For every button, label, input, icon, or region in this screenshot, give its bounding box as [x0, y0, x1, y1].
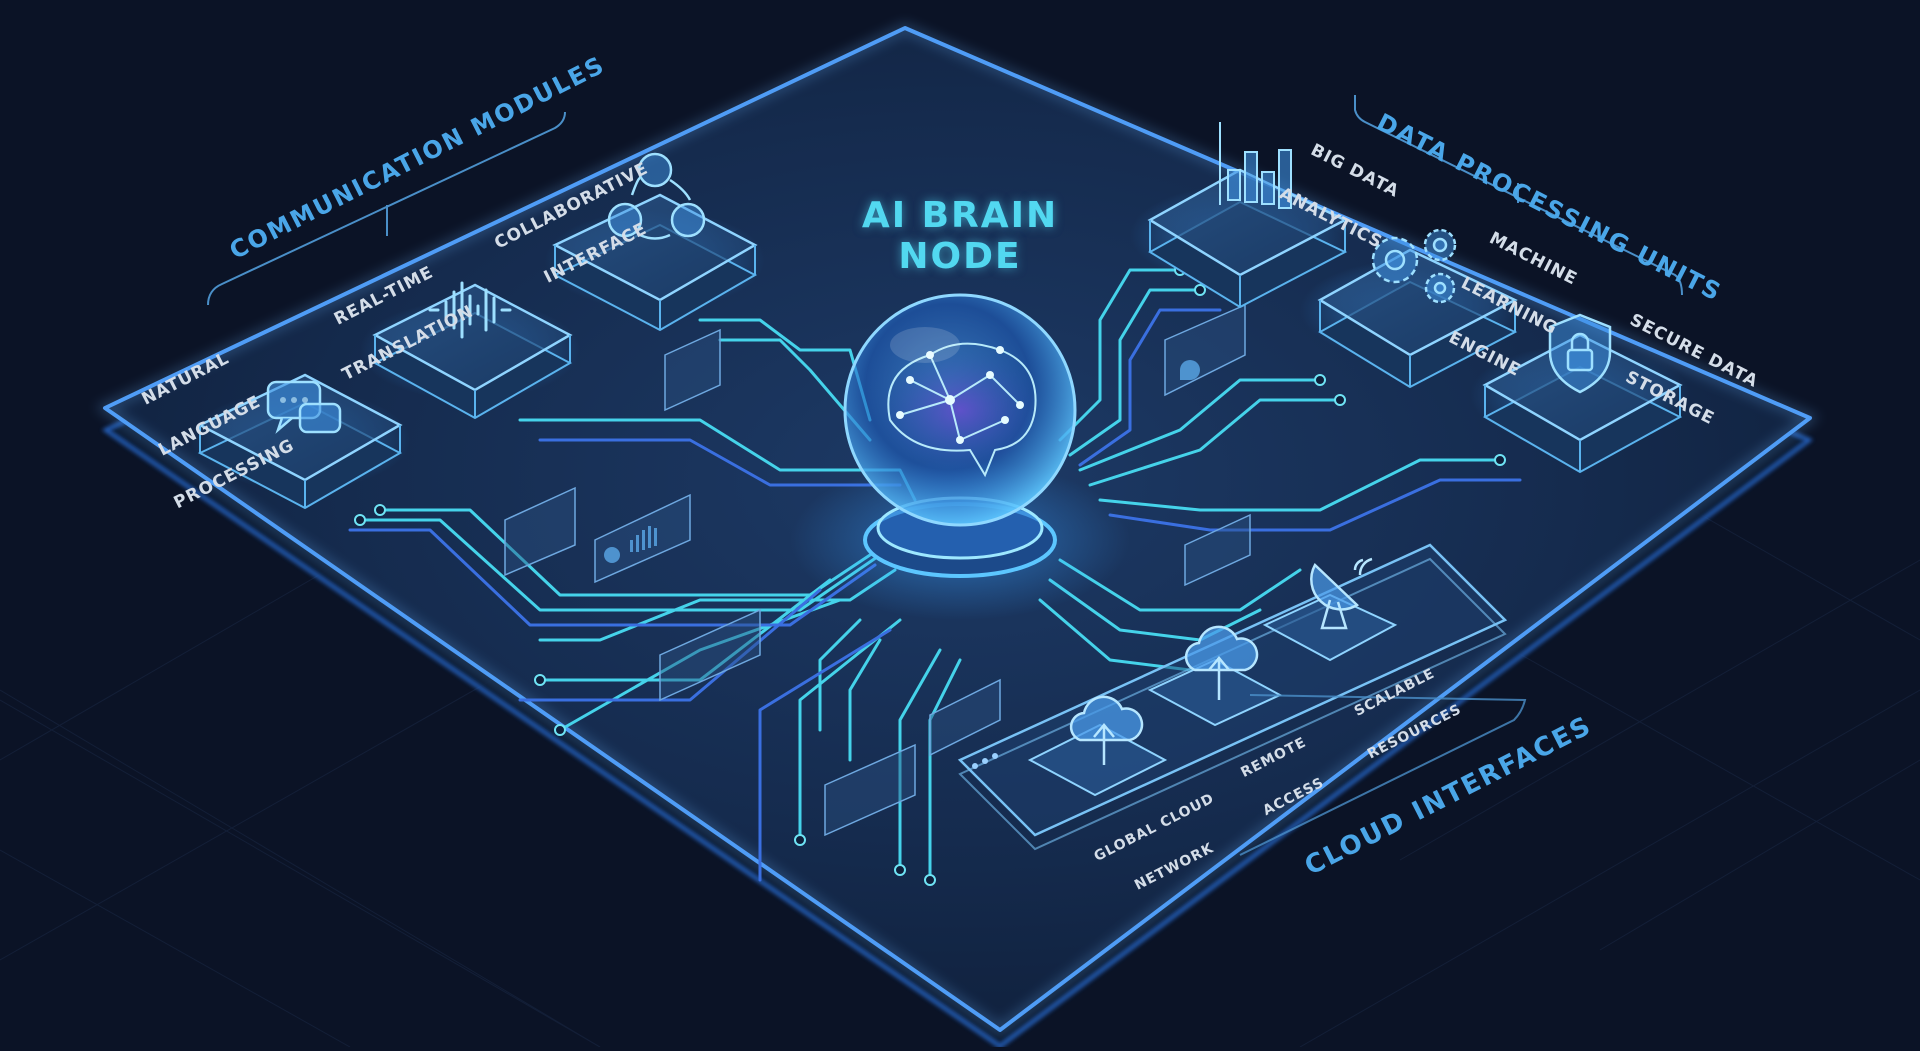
circuit-traces — [348, 268, 1522, 882]
cloud-upload-icon — [1069, 695, 1144, 765]
trace-end-nodes — [354, 264, 1506, 886]
central-node-title: AI BRAIN NODE — [861, 195, 1059, 278]
module-tile-translation — [360, 283, 580, 420]
module-tile-ml — [1300, 248, 1520, 389]
floor-grid — [0, 399, 1920, 1048]
satellite-dish-icon — [1310, 557, 1373, 630]
cloud-upload-icon — [1184, 625, 1259, 700]
bar-chart-icon — [1219, 122, 1292, 209]
gears-icon — [1371, 228, 1457, 304]
ai-brain-node — [790, 293, 1130, 620]
module-tile-nlp — [190, 373, 410, 510]
floating-data-panels — [504, 303, 1251, 837]
users-cycle-icon — [607, 152, 706, 240]
module-tile-big-data — [1130, 168, 1350, 309]
cloud-interfaces-tray — [957, 543, 1508, 851]
shield-lock-icon — [1548, 313, 1612, 394]
group-brackets — [207, 95, 1683, 856]
soundwave-icon — [428, 281, 512, 339]
chat-bubbles-icon — [266, 380, 342, 434]
